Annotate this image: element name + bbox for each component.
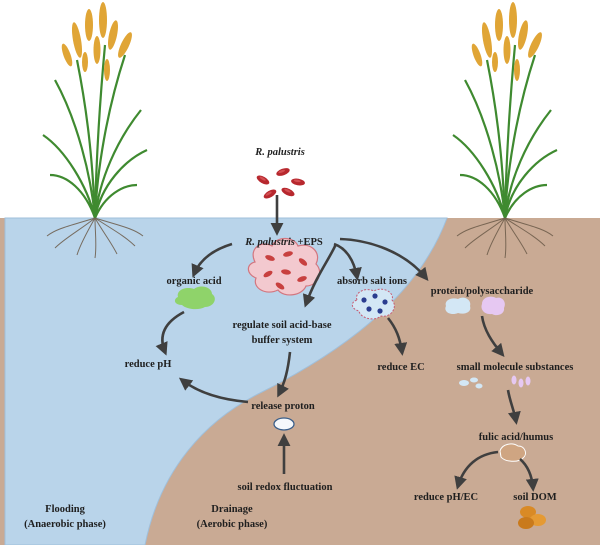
humus-blob-icon [499,443,526,462]
proton-icon [273,417,295,431]
drainage-label-line2: (Aerobic phase) [197,519,268,530]
regulate-label-line1: regulate soil acid-base [233,320,332,331]
protein-blob-icon [445,297,471,315]
reduce-ph-ec-label: reduce pH/EC [414,492,478,503]
absorb-salt-label: absorb salt ions [337,276,407,287]
small-molecules-icon [459,375,531,389]
arrows [155,195,539,492]
protein-label: protein/polysaccharide [431,286,534,297]
title-label: R. palustris [254,147,305,158]
fulic-acid-label: fulic acid/humus [479,432,553,443]
organic-acid-blob-icon [174,286,215,310]
reduce-ph-label: reduce pH [125,359,172,370]
polysaccharide-blob-icon [481,296,505,316]
reduce-ec-label: reduce EC [377,362,424,373]
soil-dom-icon [518,506,546,529]
salt-ions-icon [351,288,395,320]
bacteria-icon [255,166,306,201]
organic-acid-label: organic acid [166,276,221,287]
small-molecule-label: small molecule substances [457,362,574,373]
flooding-label-line2: (Anaerobic phase) [24,519,106,530]
soil-dom-label: soil DOM [513,492,557,503]
center-label: R. palustris +EPS [244,237,323,248]
flooding-label-line1: Flooding [45,504,85,515]
drainage-label-line1: Drainage [211,504,253,515]
regulate-label-line2: buffer system [252,335,313,346]
soil-redox-label: soil redox fluctuation [238,482,333,493]
rice-plant-left-icon [42,2,148,259]
release-proton-label: release proton [251,401,315,412]
